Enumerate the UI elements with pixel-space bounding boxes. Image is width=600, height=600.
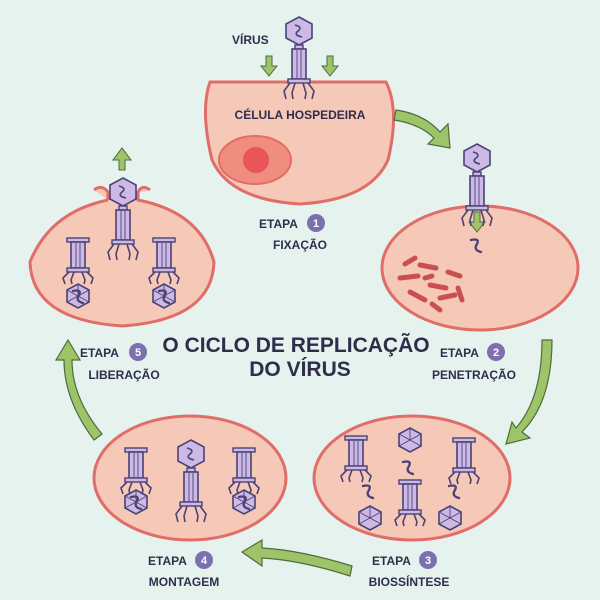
viral-capsid-icon	[398, 427, 422, 453]
stage-4-label: ETAPA 4 MONTAGEM	[148, 551, 219, 589]
stage-word: ETAPA	[259, 217, 298, 231]
stage-number: 2	[493, 347, 499, 359]
stage-badge	[307, 214, 325, 232]
stage-badge	[419, 551, 437, 569]
arrow-2-to-3	[505, 339, 553, 445]
arrow-1-to-2	[393, 109, 451, 149]
stage-5-label: ETAPA 5 LIBERAÇÃO	[80, 343, 160, 382]
stage-name: PENETRAÇÃO	[432, 367, 516, 382]
host-dna-fragments-icon	[397, 255, 465, 313]
stage-name: MONTAGEM	[149, 575, 219, 589]
cell-stage-1	[203, 80, 395, 206]
diagram-title-line-2: DO VÍRUS	[249, 358, 351, 381]
stage-2-label: ETAPA 2 PENETRAÇÃO	[432, 343, 516, 382]
penetration-arrow	[467, 211, 487, 233]
stage-number: 1	[313, 218, 319, 230]
stage-word: ETAPA	[440, 346, 479, 360]
stage-badge	[487, 343, 505, 361]
stage-word: ETAPA	[372, 554, 411, 568]
cycle-arrows	[54, 109, 553, 577]
viral-capsid-icon	[358, 505, 382, 531]
release-up-arrow	[112, 147, 132, 171]
stage-badge	[129, 343, 147, 361]
diagram-title-line-1: O CICLO DE REPLICAÇÃO	[162, 334, 429, 357]
attachment-arrows	[112, 55, 487, 233]
stage-number: 4	[201, 555, 208, 567]
viral-capsid-icon	[438, 505, 462, 531]
stage-name: LIBERAÇÃO	[88, 367, 159, 382]
stage-number: 5	[135, 347, 141, 359]
host-cell-label: CÉLULA HOSPEDEIRA	[235, 107, 366, 122]
stage-1-label: ETAPA 1 FIXAÇÃO	[259, 214, 327, 252]
stage-name: FIXAÇÃO	[273, 237, 327, 252]
stage-badge	[195, 551, 213, 569]
stage-number: 3	[425, 555, 431, 567]
arrow-3-to-4	[240, 538, 353, 577]
stage-3-label: ETAPA 3 BIOSSÍNTESE	[369, 551, 450, 589]
arrow-4-to-5	[54, 338, 103, 441]
host-cell-nucleolus	[243, 147, 269, 173]
stage-name: BIOSSÍNTESE	[369, 574, 450, 589]
stage-word: ETAPA	[80, 346, 119, 360]
down-arrow-right	[320, 55, 340, 77]
stage-word: ETAPA	[148, 554, 187, 568]
virus-label: VÍRUS	[232, 32, 269, 47]
down-arrow-left	[259, 55, 279, 77]
